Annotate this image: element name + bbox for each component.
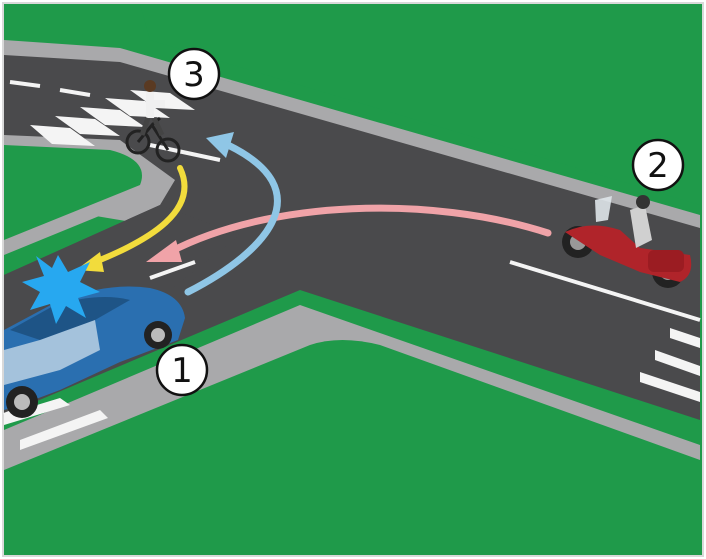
collision-icon — [22, 255, 100, 324]
pink-arrowhead — [146, 240, 182, 262]
badge-motorcycle: 2 — [631, 138, 685, 192]
bicycle-icon — [125, 80, 181, 163]
badge-motorcycle-label: 2 — [647, 146, 669, 186]
badge-car: 1 — [155, 343, 209, 397]
grass-top — [140, 4, 700, 205]
car-icon — [4, 286, 185, 418]
badge-cyclist-label: 3 — [183, 55, 205, 95]
car-path-arrow — [184, 141, 281, 296]
grass-bottom — [4, 340, 700, 555]
grass-left — [4, 145, 142, 240]
arrows — [76, 132, 552, 296]
crosswalk-bottom — [4, 398, 108, 450]
badge-car-label: 1 — [171, 351, 193, 391]
badge-cyclist: 3 — [167, 47, 221, 101]
cyclist-path-arrow — [92, 165, 188, 265]
blue-arrowhead — [206, 132, 234, 158]
motorcycle-icon — [562, 195, 692, 288]
motorcycle-path-arrow — [166, 204, 552, 256]
crosswalk-right — [640, 328, 700, 402]
